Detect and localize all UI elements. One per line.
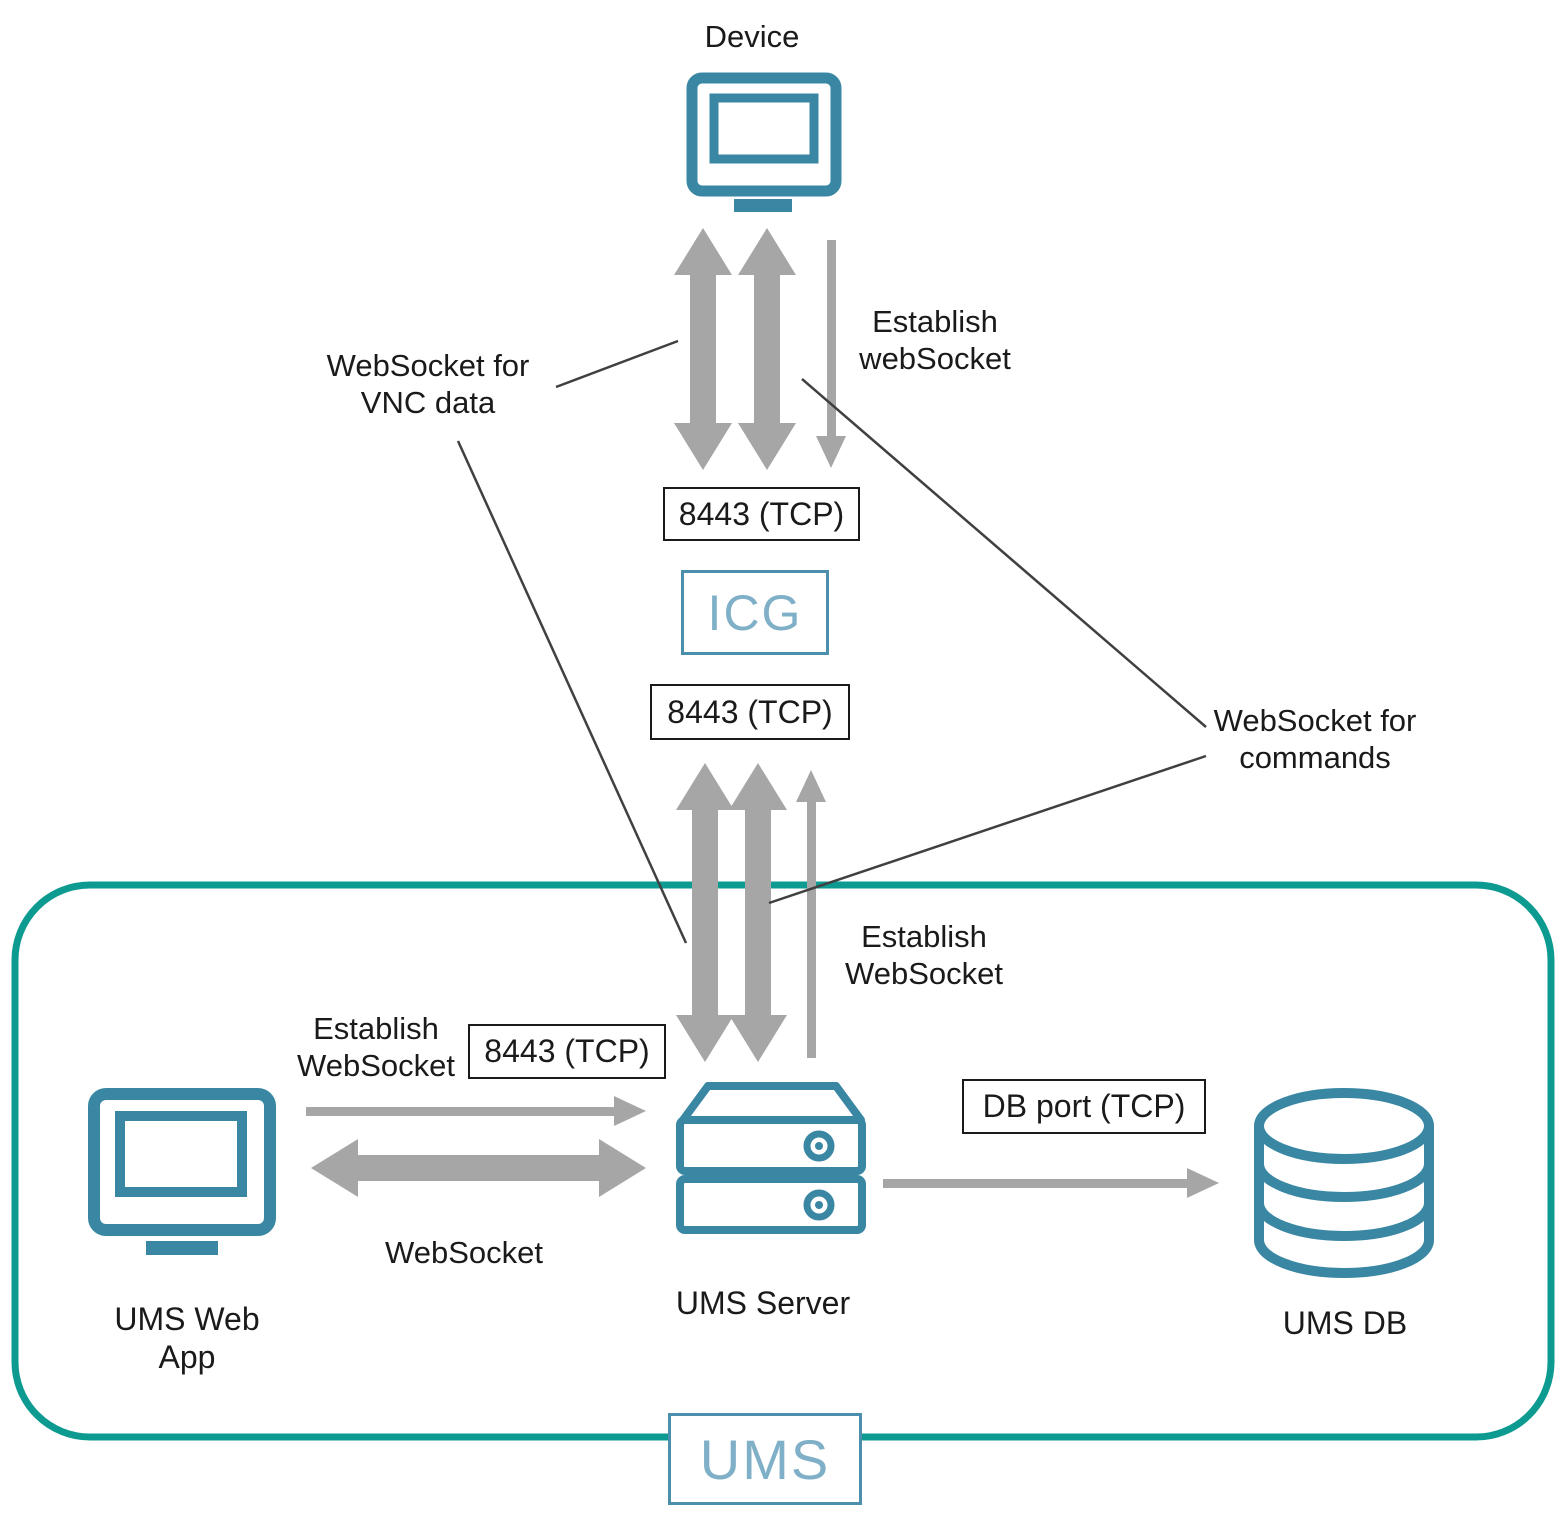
port-badge-icg-ums: 8443 (TCP) bbox=[650, 684, 850, 740]
port-badge-webapp-ums: 8443 (TCP) bbox=[468, 1024, 666, 1079]
pointer-line-vnc-lower bbox=[456, 440, 688, 944]
device-monitor-icon bbox=[686, 72, 842, 212]
establish-websocket-ums-label: Establish WebSocket bbox=[845, 919, 1003, 992]
arrow-ums-establish-websocket bbox=[796, 770, 826, 1058]
ums-container-badge: UMS bbox=[668, 1413, 862, 1505]
icg-node-box: ICG bbox=[681, 570, 829, 655]
ums-web-app-label: UMS Web App bbox=[114, 1301, 260, 1376]
arrow-webapp-establish-websocket bbox=[306, 1096, 646, 1126]
arrow-icg-ums-thick-2 bbox=[729, 763, 787, 1062]
pointer-line-commands-lower bbox=[768, 754, 1207, 905]
establish-websocket-device-label: Establish webSocket bbox=[859, 304, 1011, 377]
pointer-line-commands-upper bbox=[801, 378, 1207, 728]
websocket-for-vnc-label: WebSocket for VNC data bbox=[326, 348, 530, 421]
ums-web-app-monitor-icon bbox=[88, 1088, 276, 1255]
port-badge-device-icg: 8443 (TCP) bbox=[663, 487, 860, 541]
pointer-line-vnc-upper bbox=[555, 339, 679, 389]
port-badge-db: DB port (TCP) bbox=[962, 1079, 1206, 1134]
arrow-ums-db bbox=[883, 1168, 1219, 1198]
arrow-icg-ums-thick-1 bbox=[676, 763, 734, 1062]
ums-db-label: UMS DB bbox=[1282, 1305, 1408, 1341]
ums-db-database-icon bbox=[1254, 1088, 1434, 1278]
establish-websocket-webapp-label: Establish WebSocket bbox=[297, 1011, 455, 1084]
arrow-device-establish-websocket bbox=[816, 240, 846, 468]
icg-label: ICG bbox=[707, 584, 803, 641]
ums-server-label: UMS Server bbox=[675, 1285, 851, 1321]
arrow-webapp-ums-websocket bbox=[311, 1139, 646, 1197]
arrow-device-icg-thick-2 bbox=[738, 228, 796, 470]
arrow-device-icg-thick-1 bbox=[674, 228, 732, 470]
ums-label: UMS bbox=[699, 1427, 831, 1491]
websocket-label: WebSocket bbox=[385, 1235, 543, 1270]
websocket-for-commands-label: WebSocket for commands bbox=[1213, 703, 1417, 776]
ums-server-icon bbox=[676, 1082, 866, 1234]
device-label: Device bbox=[704, 19, 800, 54]
